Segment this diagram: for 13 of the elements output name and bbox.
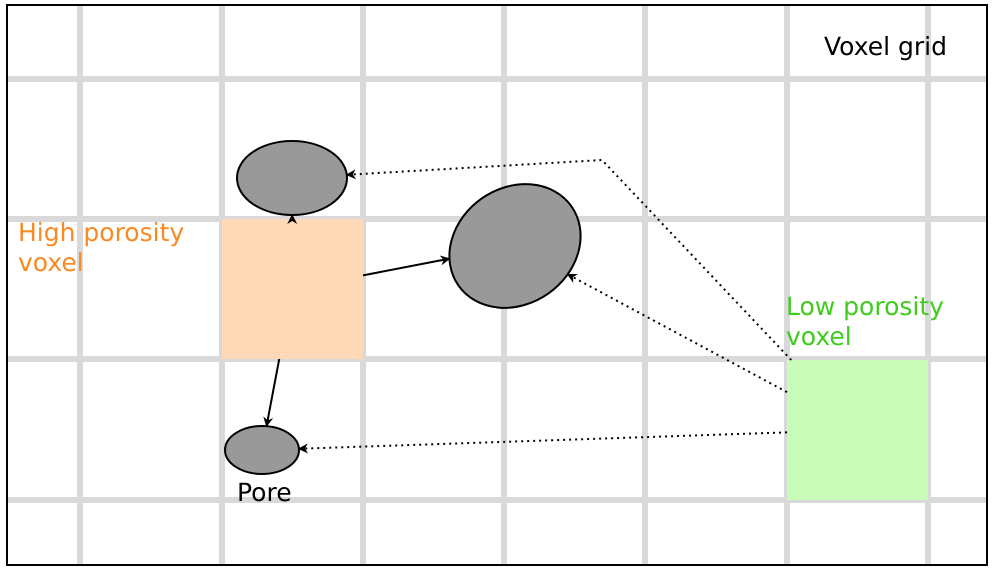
arrow (298, 431, 788, 454)
arrow (287, 214, 298, 224)
voxel-label: High porosity voxel (18, 218, 186, 278)
arrow (566, 273, 788, 393)
pore-label: Pore (237, 478, 292, 508)
arrow (263, 358, 280, 428)
grid-label: Voxel grid (824, 32, 947, 62)
arrow (362, 255, 450, 276)
voxel-label: Low porosity voxel (786, 292, 945, 352)
pore-ellipse (448, 183, 582, 309)
pore-ellipse (236, 140, 348, 216)
arrow (346, 158, 792, 361)
pore-ellipse (224, 425, 300, 475)
